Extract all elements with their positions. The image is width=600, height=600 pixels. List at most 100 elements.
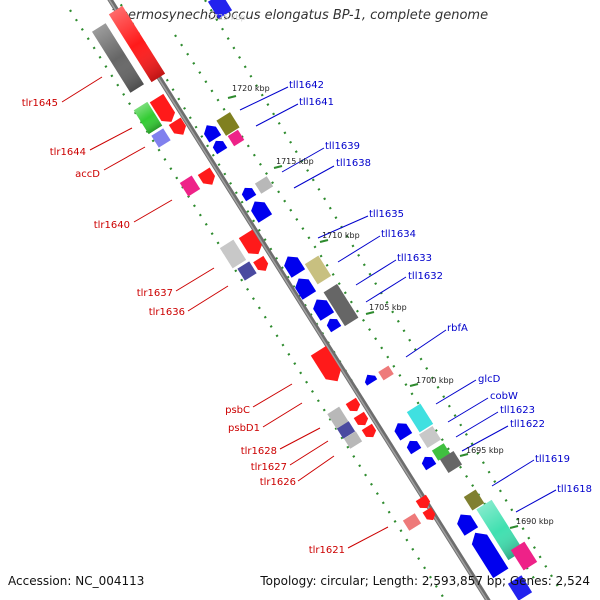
dotted-guide-lines bbox=[69, 0, 561, 600]
label-tll1623[interactable]: tll1623 bbox=[500, 405, 535, 416]
topology-text: Topology: circular; Length: 2,593,857 bp… bbox=[260, 574, 590, 588]
gene-top-partial[interactable] bbox=[207, 0, 233, 19]
gene-tll1633[interactable] bbox=[292, 274, 317, 300]
gene-rbfA[interactable] bbox=[378, 365, 394, 381]
gene-tll1642[interactable] bbox=[216, 112, 240, 136]
gene-bottom-partial[interactable] bbox=[507, 575, 533, 600]
outer-reverse-dots bbox=[204, 0, 561, 591]
leader-tlr1637 bbox=[175, 267, 215, 292]
label-tll1633[interactable]: tll1633 bbox=[397, 253, 432, 264]
leader-tll1623 bbox=[455, 411, 499, 438]
leader-tll1638 bbox=[293, 165, 335, 189]
label-tll1638[interactable]: tll1638 bbox=[336, 158, 371, 169]
leader-tll1618 bbox=[515, 489, 557, 513]
leader-tll1634 bbox=[337, 235, 381, 263]
gene-psbD1[interactable] bbox=[345, 397, 363, 415]
gene-tll1622[interactable] bbox=[439, 450, 463, 474]
label-tll1622[interactable]: tll1622 bbox=[510, 419, 545, 430]
tick-1725: 1725 kbp bbox=[208, 13, 246, 22]
label-psbC[interactable]: psbC bbox=[225, 405, 250, 416]
gene-tlr1621[interactable] bbox=[402, 513, 422, 531]
label-cobW[interactable]: cobW bbox=[490, 391, 518, 402]
gene-tll1619[interactable] bbox=[463, 489, 485, 511]
gene-psbC[interactable] bbox=[310, 345, 345, 386]
gene-red-small-3[interactable] bbox=[361, 423, 379, 441]
gene-tll1639[interactable] bbox=[254, 176, 274, 194]
label-tlr1626[interactable]: tlr1626 bbox=[260, 477, 296, 488]
leader-tlr1645 bbox=[61, 76, 103, 103]
gene-blue-3[interactable] bbox=[310, 295, 335, 321]
gene-blue-8[interactable] bbox=[420, 454, 437, 471]
gene-glcD[interactable] bbox=[406, 403, 434, 433]
gene-tll1623[interactable] bbox=[431, 443, 451, 461]
gene-accD-upper[interactable] bbox=[149, 93, 178, 126]
label-tlr1640[interactable]: tlr1640 bbox=[94, 220, 130, 231]
gene-red-small-5[interactable] bbox=[422, 507, 438, 522]
label-tll1619[interactable]: tll1619 bbox=[535, 454, 570, 465]
leader-tll1633 bbox=[355, 259, 397, 286]
gene-tll1635[interactable] bbox=[281, 252, 306, 278]
leader-tll1639 bbox=[281, 147, 325, 173]
gene-tll1632[interactable] bbox=[323, 283, 359, 327]
gene-blue-9[interactable] bbox=[454, 510, 479, 536]
gene-blue-5[interactable] bbox=[362, 372, 378, 386]
leader-accD bbox=[103, 146, 146, 171]
gene-blue-7[interactable] bbox=[405, 438, 422, 455]
label-tll1639[interactable]: tll1639 bbox=[325, 141, 360, 152]
label-psbD1[interactable]: psbD1 bbox=[228, 423, 260, 434]
gene-cobW[interactable] bbox=[418, 425, 442, 449]
label-accD[interactable]: accD bbox=[75, 169, 100, 180]
gene-accD[interactable] bbox=[168, 117, 189, 139]
tick-1695: 1695 kbp bbox=[466, 446, 504, 455]
gene-blue-2[interactable] bbox=[211, 138, 228, 155]
label-tlr1627[interactable]: tlr1627 bbox=[251, 462, 287, 473]
label-glcD[interactable]: glcD bbox=[478, 374, 501, 385]
genome-backbone bbox=[107, 0, 491, 600]
label-tlr1644[interactable]: tlr1644 bbox=[50, 147, 86, 158]
gene-tlr1628-grey[interactable] bbox=[327, 406, 349, 430]
gene-red-block-2[interactable] bbox=[238, 229, 265, 259]
label-tlr1645[interactable]: tlr1645 bbox=[22, 98, 58, 109]
gene-blue-6[interactable] bbox=[392, 420, 413, 441]
leader-tll1619 bbox=[491, 459, 535, 487]
leader-tll1632 bbox=[365, 276, 407, 303]
leader-glcD bbox=[435, 379, 477, 405]
gene-tll1641[interactable] bbox=[227, 129, 245, 147]
forward-labels: tlr1645 tlr1644 accD tlr1640 tlr1637 tlr… bbox=[22, 98, 345, 556]
genome-title: Thermosynechococcus elongatus BP-1, comp… bbox=[111, 8, 489, 23]
gene-tlr1640[interactable] bbox=[179, 175, 201, 197]
label-tll1634[interactable]: tll1634 bbox=[381, 229, 416, 240]
gene-tlr1636[interactable] bbox=[237, 261, 257, 281]
gene-tll1638[interactable] bbox=[248, 197, 273, 223]
gene-pink-tail[interactable] bbox=[510, 541, 538, 571]
label-tll1641[interactable]: tll1641 bbox=[299, 97, 334, 108]
label-tlr1628[interactable]: tlr1628 bbox=[241, 446, 277, 457]
kbp-tick-marks bbox=[227, 95, 519, 529]
leader-lines bbox=[61, 76, 557, 549]
gene-tll1634[interactable] bbox=[304, 255, 332, 285]
gene-blue-1[interactable] bbox=[201, 122, 222, 143]
gene-tlr1628[interactable] bbox=[353, 411, 371, 429]
label-tlr1621[interactable]: tlr1621 bbox=[309, 545, 345, 556]
gene-tlr1627[interactable] bbox=[336, 421, 356, 439]
gene-tll1638-small[interactable] bbox=[240, 185, 257, 202]
label-tlr1637[interactable]: tlr1637 bbox=[137, 288, 173, 299]
gene-red-small-1[interactable] bbox=[197, 167, 218, 189]
gene-red-small-2[interactable] bbox=[253, 255, 271, 274]
label-tlr1636[interactable]: tlr1636 bbox=[149, 307, 185, 318]
label-tll1642[interactable]: tll1642 bbox=[289, 80, 324, 91]
label-rbfA[interactable]: rbfA bbox=[447, 323, 468, 334]
label-tll1632[interactable]: tll1632 bbox=[408, 271, 443, 282]
gene-red-small-4[interactable] bbox=[415, 494, 433, 512]
leader-psbC bbox=[252, 383, 293, 408]
gene-tlr1626[interactable] bbox=[343, 431, 363, 449]
tick-1690: 1690 kbp bbox=[516, 517, 554, 526]
gene-blue-4[interactable] bbox=[325, 316, 342, 333]
tick-1705: 1705 kbp bbox=[369, 303, 407, 312]
gene-tlr1644[interactable] bbox=[151, 128, 171, 148]
leader-tlr1621 bbox=[347, 526, 389, 549]
gene-blue-10[interactable] bbox=[468, 528, 509, 579]
gene-tlr1637[interactable] bbox=[219, 239, 247, 269]
label-tll1635[interactable]: tll1635 bbox=[369, 209, 404, 220]
label-tll1618[interactable]: tll1618 bbox=[557, 484, 592, 495]
